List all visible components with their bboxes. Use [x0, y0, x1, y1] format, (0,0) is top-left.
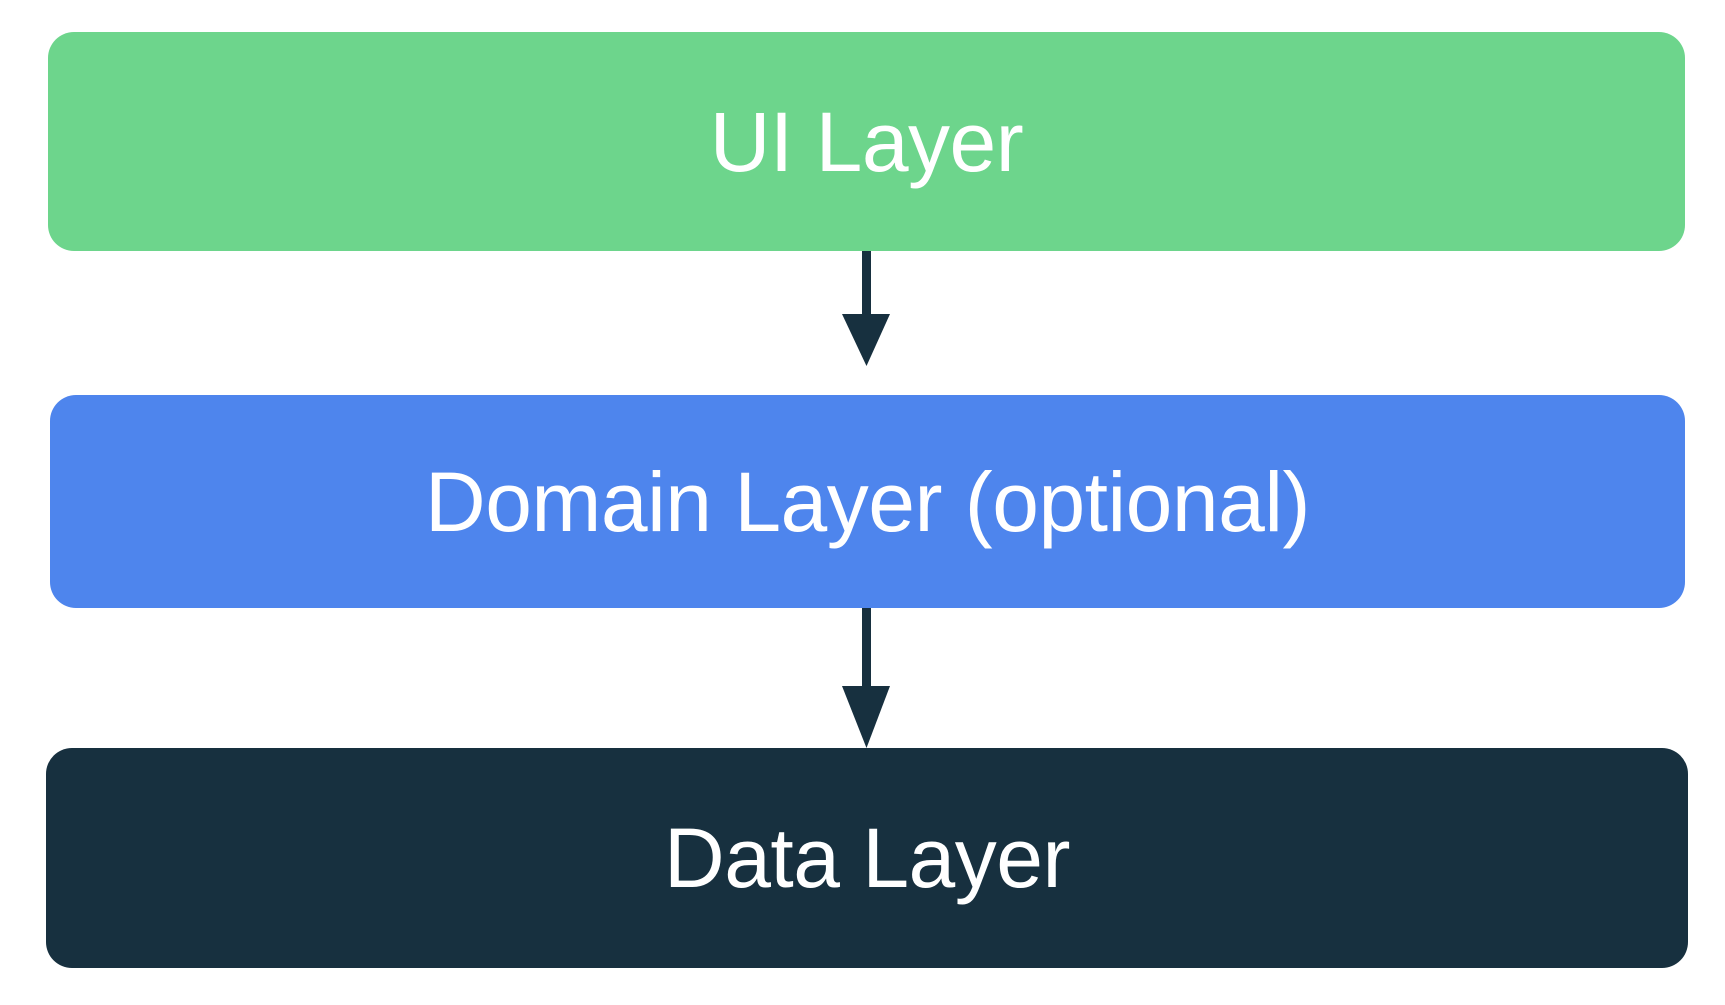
- domain-layer-label: Domain Layer (optional): [425, 454, 1310, 549]
- data-layer-label: Data Layer: [664, 811, 1070, 905]
- arrow-domain-to-data-shape: [842, 608, 890, 748]
- ui-layer-box[interactable]: UI Layer: [48, 32, 1685, 251]
- data-layer-box[interactable]: Data Layer: [46, 748, 1688, 968]
- domain-layer-box[interactable]: Domain Layer (optional): [50, 395, 1685, 608]
- ui-layer-label: UI Layer: [709, 94, 1024, 189]
- arrow-ui-to-domain-shape: [842, 251, 890, 366]
